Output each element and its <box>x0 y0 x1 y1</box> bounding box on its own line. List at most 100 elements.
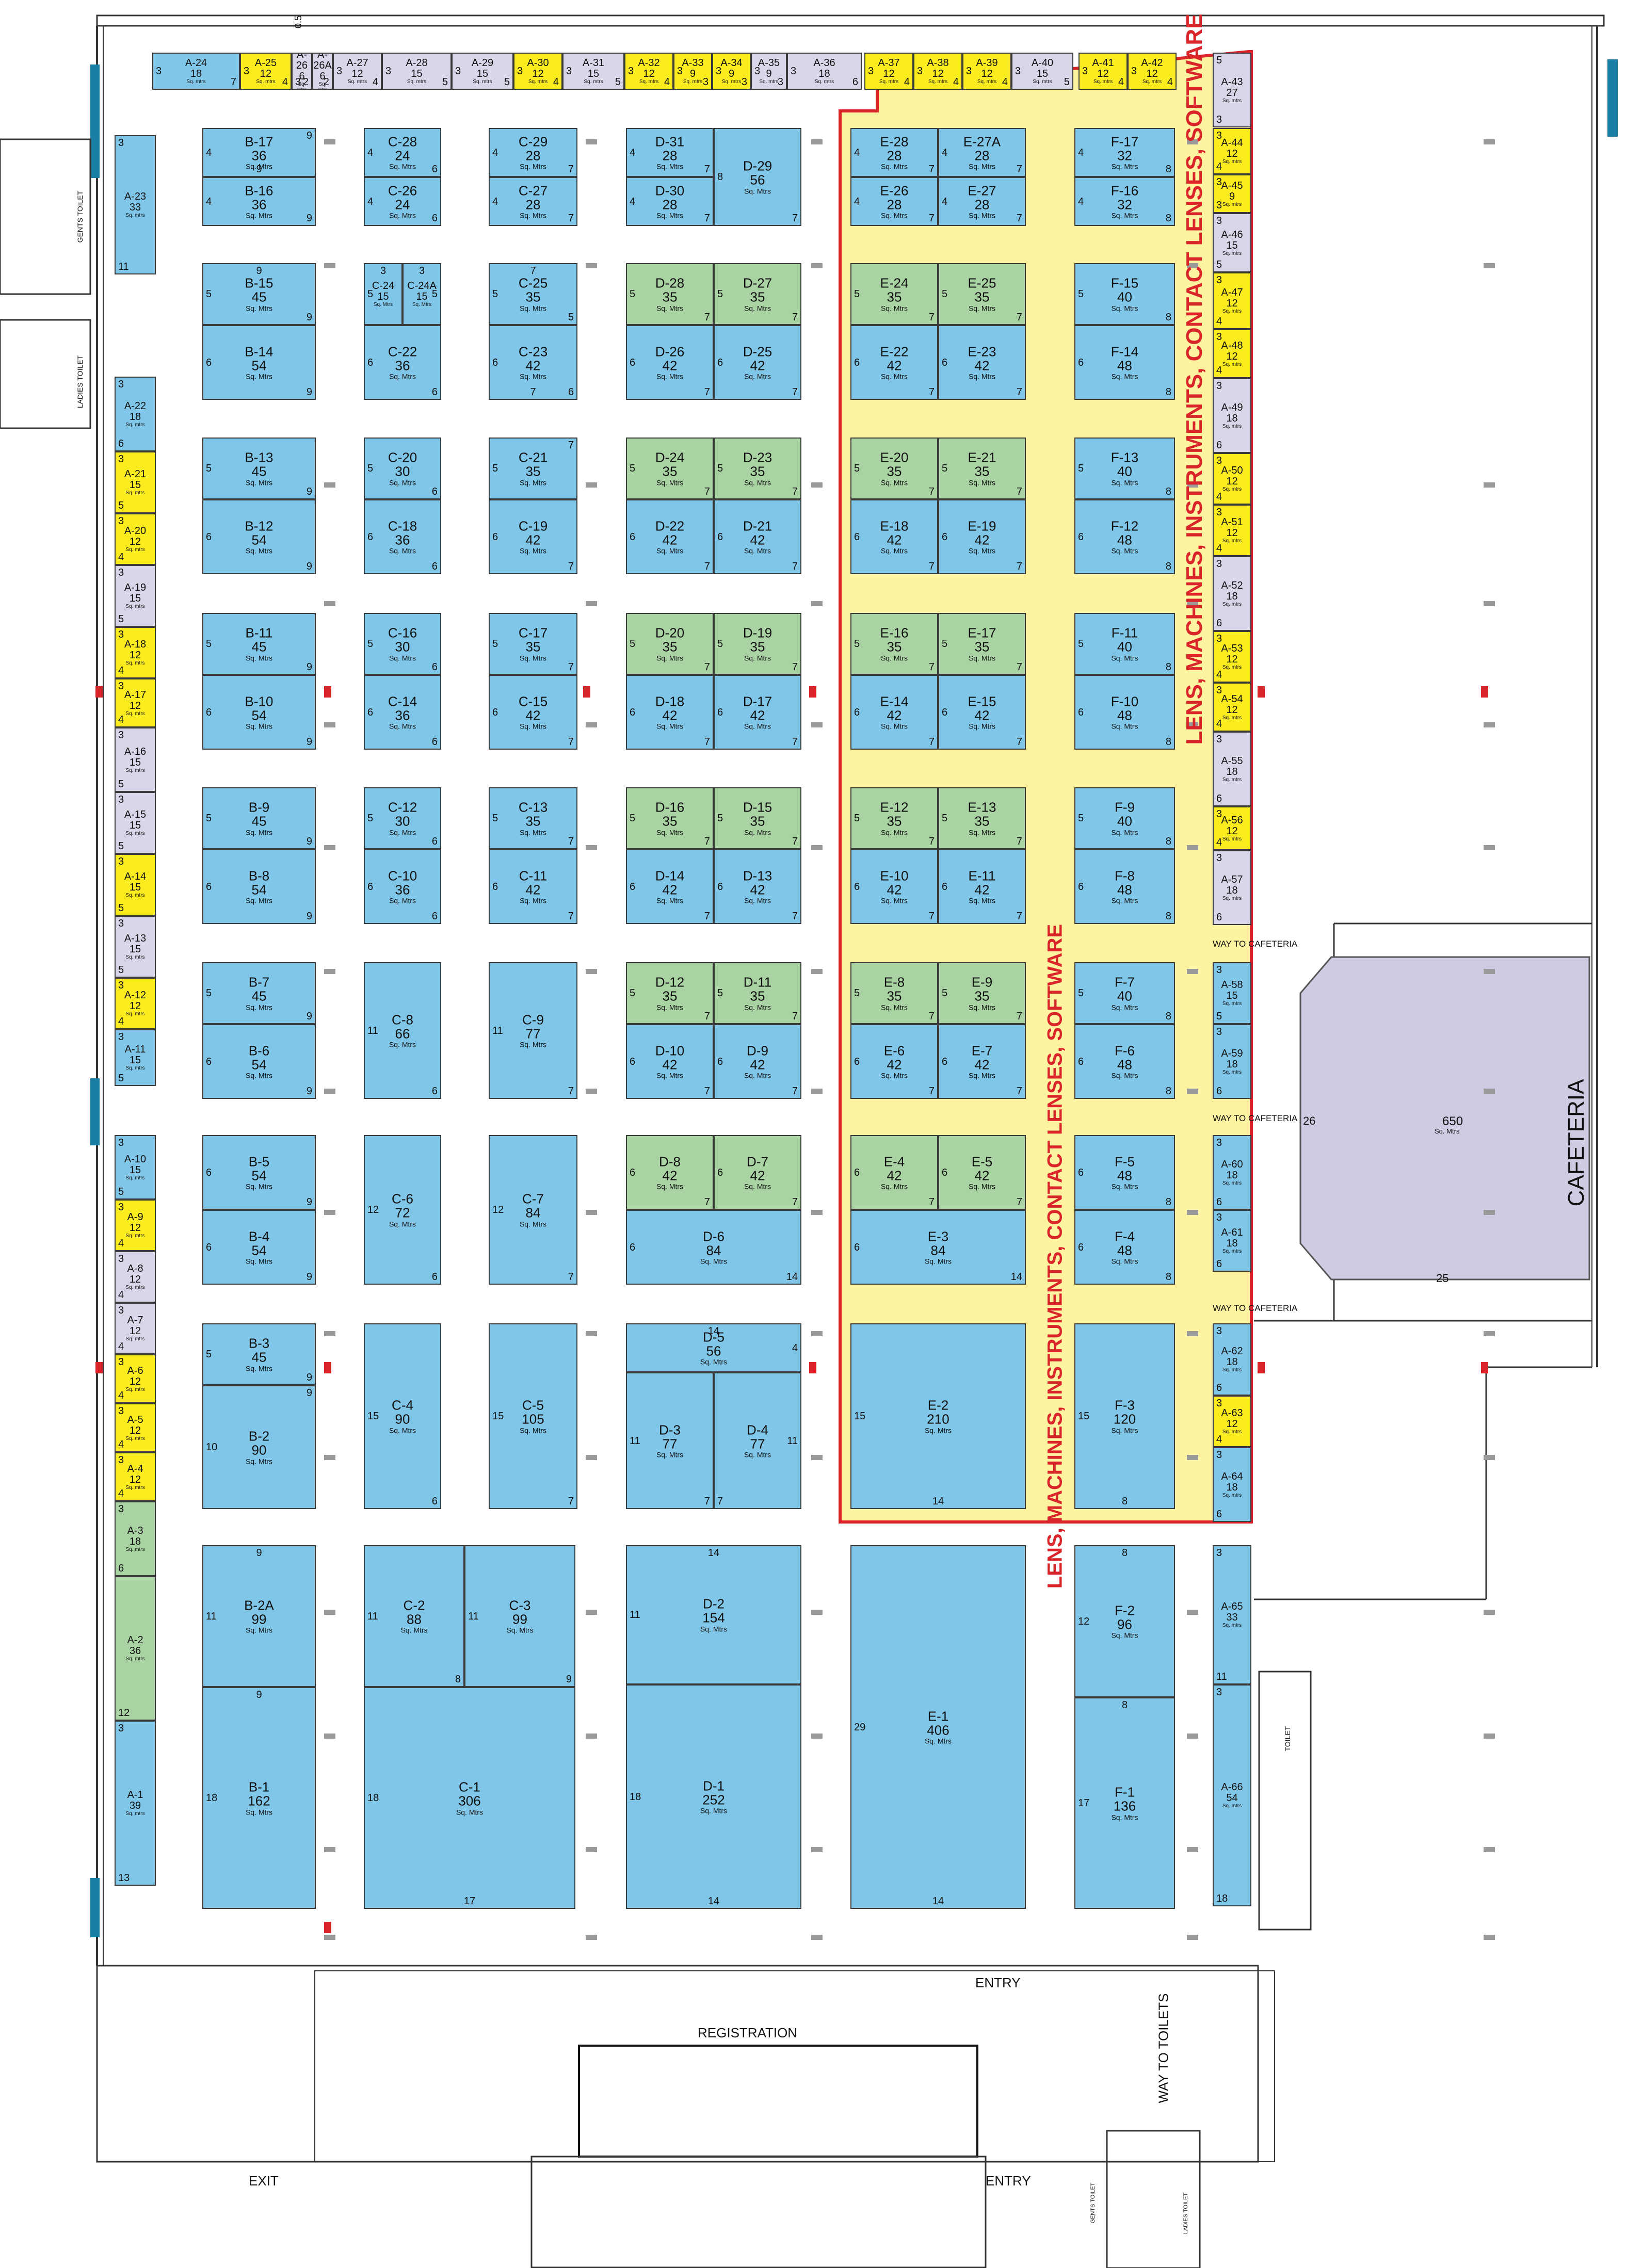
booth-a-5[interactable]: A-512Sq. mtrs34 <box>115 1403 156 1452</box>
booth-d-9[interactable]: D-942Sq. Mtrs67 <box>714 1024 801 1099</box>
booth-d-1[interactable]: D-1252Sq. Mtrs1814 <box>626 1684 801 1909</box>
booth-a-38[interactable]: A-3812Sq. mtrs34 <box>913 53 962 90</box>
booth-f-1[interactable]: F-1136Sq. Mtrs817 <box>1074 1697 1175 1909</box>
booth-a-17[interactable]: A-1712Sq. mtrs34 <box>115 678 156 727</box>
booth-e-24[interactable]: E-2435Sq. Mtrs57 <box>850 263 938 325</box>
booth-d-21[interactable]: D-2142Sq. Mtrs67 <box>714 499 801 574</box>
booth-a-33[interactable]: A-339Sq. mtrs33 <box>673 53 712 90</box>
booth-d-16[interactable]: D-1635Sq. Mtrs57 <box>626 787 714 849</box>
booth-a-7[interactable]: A-712Sq. mtrs34 <box>115 1303 156 1354</box>
booth-a-66[interactable]: A-6654Sq. mtrs318 <box>1213 1684 1251 1906</box>
booth-b-7[interactable]: B-745Sq. Mtrs59 <box>202 962 316 1024</box>
booth-c-22[interactable]: C-2236Sq. Mtrs66 <box>364 325 441 400</box>
booth-a-3[interactable]: A-318Sq. mtrs36 <box>115 1501 156 1576</box>
booth-d-25[interactable]: D-2542Sq. Mtrs67 <box>714 325 801 400</box>
booth-a-40[interactable]: A-4015Sq. mtrs35 <box>1011 53 1073 90</box>
booth-c-14[interactable]: C-1436Sq. Mtrs66 <box>364 675 441 750</box>
booth-d-18[interactable]: D-1842Sq. Mtrs67 <box>626 675 714 750</box>
booth-c-26[interactable]: C-2624Sq. Mtrs46 <box>364 177 441 226</box>
booth-a-11[interactable]: A-1115Sq. mtrs35 <box>115 1029 156 1086</box>
booth-e-21[interactable]: E-2135Sq. Mtrs57 <box>938 438 1026 499</box>
booth-a-9[interactable]: A-912Sq. mtrs34 <box>115 1200 156 1251</box>
booth-e-2[interactable]: E-2210Sq. Mtrs1514 <box>850 1323 1026 1509</box>
booth-a-65[interactable]: A-6533Sq. mtrs311 <box>1213 1545 1251 1684</box>
booth-a-54[interactable]: A-5412Sq. mtrs34 <box>1213 683 1251 732</box>
booth-c-15[interactable]: C-1542Sq. Mtrs67 <box>489 675 577 750</box>
booth-a-35[interactable]: A-359Sq. mtrs33 <box>751 53 787 90</box>
booth-e-3[interactable]: E-384Sq. Mtrs614 <box>850 1210 1026 1285</box>
booth-c-10[interactable]: C-1036Sq. Mtrs66 <box>364 849 441 924</box>
booth-c-7[interactable]: C-784Sq. Mtrs127 <box>489 1135 577 1285</box>
booth-c-8[interactable]: C-866Sq. Mtrs116 <box>364 962 441 1099</box>
booth-a-10[interactable]: A-1015Sq. mtrs35 <box>115 1135 156 1200</box>
booth-b-13[interactable]: B-1345Sq. Mtrs59 <box>202 438 316 499</box>
booth-b-8[interactable]: B-854Sq. Mtrs69 <box>202 849 316 924</box>
booth-e-10[interactable]: E-1042Sq. Mtrs67 <box>850 849 938 924</box>
booth-e-9[interactable]: E-935Sq. Mtrs57 <box>938 962 1026 1024</box>
booth-f-5[interactable]: F-548Sq. Mtrs68 <box>1074 1135 1175 1210</box>
booth-e-20[interactable]: E-2035Sq. Mtrs57 <box>850 438 938 499</box>
booth-c-24[interactable]: C-2415Sq. Mtrs35 <box>364 263 403 325</box>
booth-b-1[interactable]: B-1162Sq. Mtrs918 <box>202 1687 316 1909</box>
booth-e-17[interactable]: E-1735Sq. Mtrs57 <box>938 613 1026 675</box>
booth-a-44[interactable]: A-4412Sq. mtrs34 <box>1213 128 1251 174</box>
booth-a-48[interactable]: A-4812Sq. mtrs34 <box>1213 329 1251 378</box>
booth-f-16[interactable]: F-1632Sq. Mtrs48 <box>1074 177 1175 226</box>
booth-c-25[interactable]: C-2535Sq. Mtrs755 <box>489 263 577 325</box>
booth-a-52[interactable]: A-5218Sq. mtrs36 <box>1213 556 1251 631</box>
booth-d-28[interactable]: D-2835Sq. Mtrs57 <box>626 263 714 325</box>
booth-a-26a[interactable]: A-26A6Sq. mtrs2 <box>312 53 333 90</box>
booth-a-2[interactable]: A-236Sq. mtrs12 <box>115 1576 156 1721</box>
booth-b-2[interactable]: B-290Sq. Mtrs109 <box>202 1385 316 1509</box>
booth-d-19[interactable]: D-1935Sq. Mtrs57 <box>714 613 801 675</box>
booth-a-4[interactable]: A-412Sq. mtrs34 <box>115 1452 156 1501</box>
booth-c-19[interactable]: C-1942Sq. Mtrs67 <box>489 499 577 574</box>
booth-e-25[interactable]: E-2535Sq. Mtrs57 <box>938 263 1026 325</box>
booth-f-8[interactable]: F-848Sq. Mtrs68 <box>1074 849 1175 924</box>
booth-e-1[interactable]: E-1406Sq. Mtrs2914 <box>850 1545 1026 1909</box>
booth-a-18[interactable]: A-1812Sq. mtrs34 <box>115 627 156 678</box>
booth-f-14[interactable]: F-1448Sq. Mtrs68 <box>1074 325 1175 400</box>
booth-a-64[interactable]: A-6418Sq. mtrs36 <box>1213 1447 1251 1522</box>
booth-f-12[interactable]: F-1248Sq. Mtrs68 <box>1074 499 1175 574</box>
booth-a-27[interactable]: A-2712Sq. mtrs34 <box>333 53 382 90</box>
booth-a-6[interactable]: A-612Sq. mtrs34 <box>115 1354 156 1403</box>
booth-d-12[interactable]: D-1235Sq. Mtrs57 <box>626 962 714 1024</box>
booth-d-26[interactable]: D-2642Sq. Mtrs67 <box>626 325 714 400</box>
booth-c-24a[interactable]: C-24A15Sq. Mtrs35 <box>403 263 441 325</box>
booth-e-28[interactable]: E-2828Sq. Mtrs47 <box>850 128 938 177</box>
booth-a-26[interactable]: A-266Sq. mtrs32 <box>292 53 312 90</box>
booth-c-2[interactable]: C-288Sq. Mtrs118 <box>364 1545 464 1687</box>
booth-e-23[interactable]: E-2342Sq. Mtrs67 <box>938 325 1026 400</box>
booth-c-4[interactable]: C-490Sq. Mtrs156 <box>364 1323 441 1509</box>
booth-c-13[interactable]: C-1335Sq. Mtrs57 <box>489 787 577 849</box>
booth-d-23[interactable]: D-2335Sq. Mtrs57 <box>714 438 801 499</box>
booth-e-16[interactable]: E-1635Sq. Mtrs57 <box>850 613 938 675</box>
booth-b-15[interactable]: B-1545Sq. Mtrs959 <box>202 263 316 325</box>
booth-a-63[interactable]: A-6312Sq. mtrs34 <box>1213 1396 1251 1447</box>
booth-e-5[interactable]: E-542Sq. Mtrs67 <box>938 1135 1026 1210</box>
booth-d-5[interactable]: D-556Sq. Mtrs144 <box>626 1323 801 1372</box>
booth-c-6[interactable]: C-672Sq. Mtrs126 <box>364 1135 441 1285</box>
booth-a-20[interactable]: A-2012Sq. mtrs34 <box>115 513 156 565</box>
booth-f-2[interactable]: F-296Sq. Mtrs812 <box>1074 1545 1175 1697</box>
booth-a-50[interactable]: A-5012Sq. mtrs34 <box>1213 453 1251 505</box>
booth-f-6[interactable]: F-648Sq. Mtrs68 <box>1074 1024 1175 1099</box>
booth-b-12[interactable]: B-1254Sq. Mtrs69 <box>202 499 316 574</box>
booth-a-31[interactable]: A-3115Sq. mtrs35 <box>562 53 624 90</box>
booth-f-17[interactable]: F-1732Sq. Mtrs48 <box>1074 128 1175 177</box>
booth-a-8[interactable]: A-812Sq. mtrs34 <box>115 1251 156 1303</box>
booth-a-36[interactable]: A-3618Sq. mtrs36 <box>787 53 862 90</box>
booth-b-6[interactable]: B-654Sq. Mtrs69 <box>202 1024 316 1099</box>
booth-c-28[interactable]: C-2824Sq. Mtrs46 <box>364 128 441 177</box>
booth-a-41[interactable]: A-4112Sq. mtrs34 <box>1078 53 1128 90</box>
booth-e-13[interactable]: E-1335Sq. Mtrs57 <box>938 787 1026 849</box>
booth-b-2a[interactable]: B-2A99Sq. Mtrs911 <box>202 1545 316 1687</box>
booth-a-29[interactable]: A-2915Sq. mtrs35 <box>452 53 513 90</box>
booth-c-29[interactable]: C-2928Sq. Mtrs47 <box>489 128 577 177</box>
booth-a-61[interactable]: A-6118Sq. mtrs36 <box>1213 1210 1251 1272</box>
booth-c-27[interactable]: C-2728Sq. Mtrs47 <box>489 177 577 226</box>
booth-a-24[interactable]: A-2418Sq. mtrs37 <box>152 53 240 90</box>
booth-a-14[interactable]: A-1415Sq. mtrs35 <box>115 854 156 916</box>
booth-c-1[interactable]: C-1306Sq. Mtrs1817 <box>364 1687 575 1909</box>
